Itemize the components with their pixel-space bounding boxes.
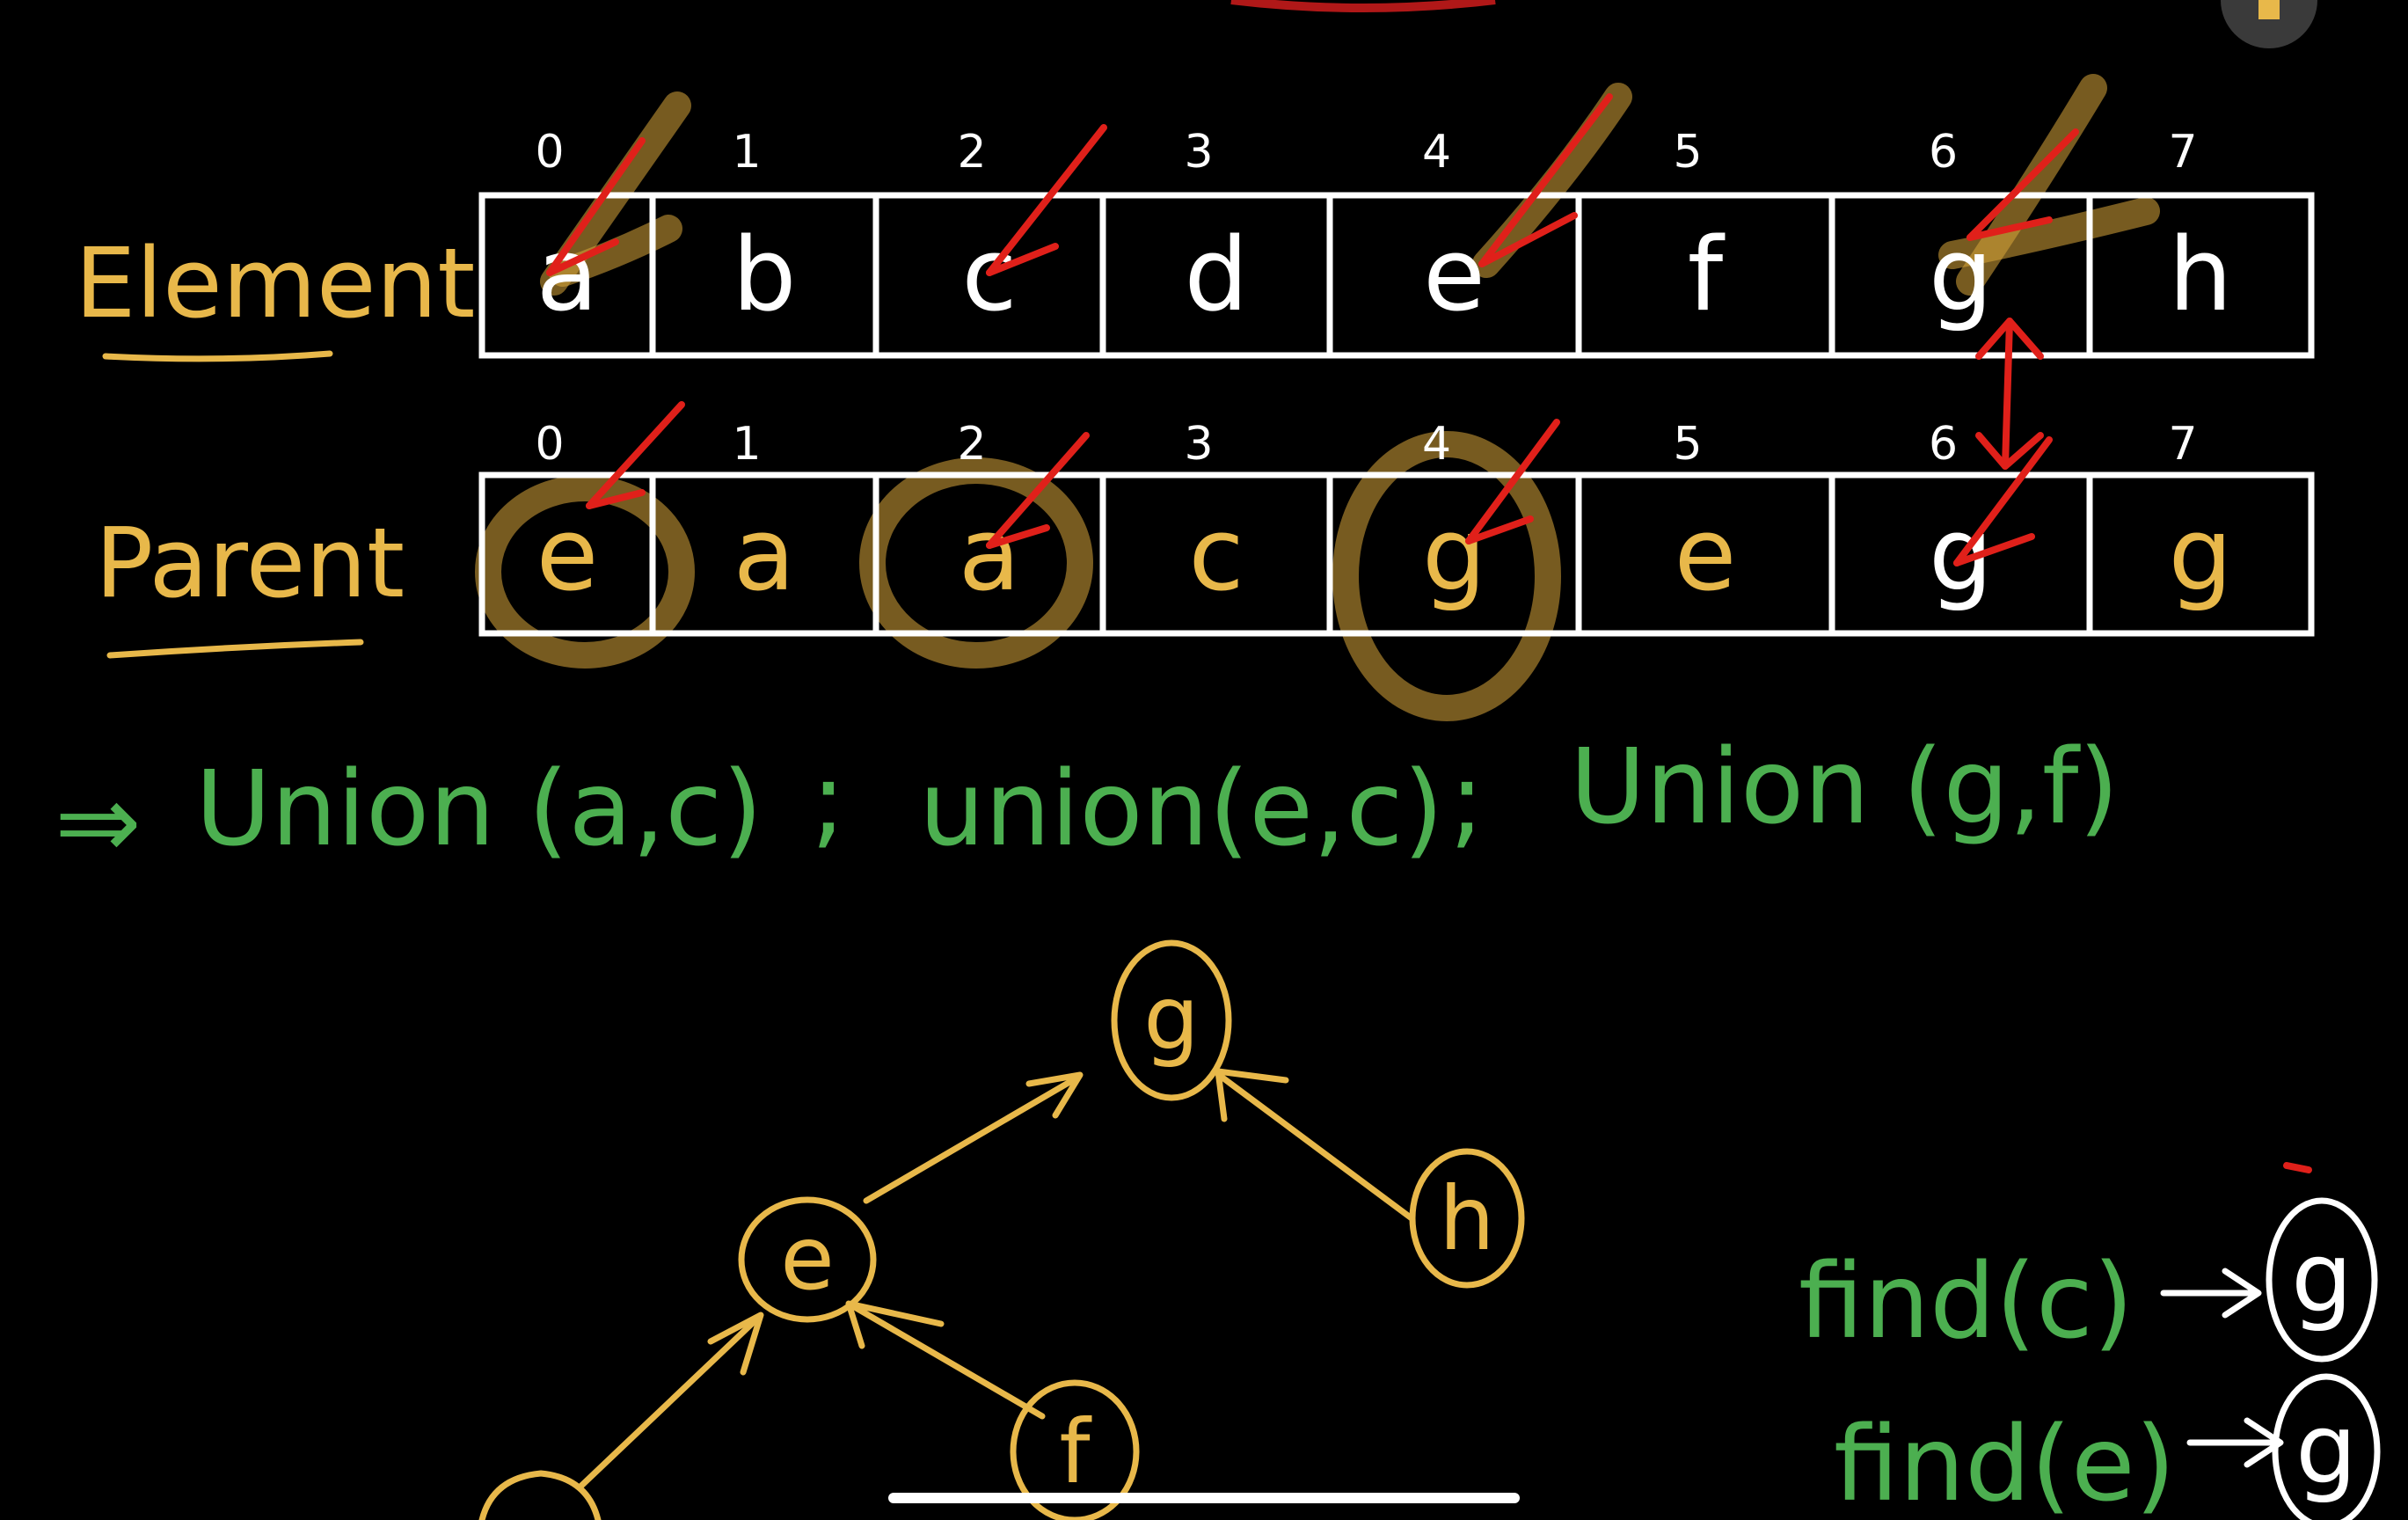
element-underline [102,350,333,362]
node-f: f [1059,1400,1092,1503]
element-cell-7: h [2169,216,2233,334]
node-g: g [1143,967,1199,1070]
element-index-row: 0 1 2 3 4 5 6 7 [535,126,2197,179]
element-index-6: 6 [1929,126,1958,179]
red-arrows [546,93,2079,566]
parent-index-6: 6 [1929,418,1958,471]
parent-index-3: 3 [1184,418,1213,471]
element-index-0: 0 [535,126,564,179]
find-e: find(e) [1834,1403,2176,1520]
parent-cell-2: a [959,496,1020,614]
element-cell-4: e [1423,216,1485,334]
separator-1: ; [811,739,846,860]
parent-index-4: 4 [1422,418,1451,471]
node-e-circle [738,1196,877,1323]
parent-cell-5: e [1675,496,1737,614]
parent-cell-4: g [1422,496,1486,614]
element-index-7: 7 [2168,126,2197,179]
edge-e-g [863,1074,1081,1204]
node-h: h [1439,1167,1494,1270]
find-c-result: g [2291,1221,2353,1334]
element-index-2: 2 [957,126,986,179]
corner-button [2221,0,2317,48]
element-index-1: 1 [732,126,761,179]
union-op-2: union(e,c) [919,748,1443,869]
parent-label: Parent [95,507,405,619]
parent-cell-3: c [1188,496,1244,614]
parent-index-7: 7 [2168,418,2197,471]
element-index-5: 5 [1673,126,1702,179]
find-c: find(c) [1799,1240,2134,1362]
edge-a-e [577,1316,760,1490]
top-red-arc [1230,0,1496,12]
element-label: Element [75,227,475,340]
home-indicator[interactable] [888,1493,1520,1503]
parent-cell-7: g [2169,496,2233,614]
edge-f-e [850,1303,1046,1420]
parent-underline [106,639,364,659]
element-cell-0: a [536,216,598,334]
element-index-3: 3 [1184,126,1213,179]
node-a-partial [478,1470,602,1520]
parent-index-1: 1 [732,418,761,471]
node-f-circle [1010,1379,1140,1520]
find-e-result: g [2295,1392,2357,1505]
node-e: e [780,1207,835,1310]
parent-index-2: 2 [957,418,986,471]
element-cell-5: f [1688,216,1726,334]
node-g-circle [1111,939,1232,1101]
element-index-4: 4 [1422,126,1451,179]
union-op-3: Union (g,f) [1570,726,2119,847]
union-tree: g e h f [478,939,1525,1520]
find-c-result-circle [2266,1197,2378,1363]
parent-index-row: 0 1 2 3 4 5 6 7 [535,418,2197,471]
parent-cell-0: e [536,496,599,614]
parent-cell-1: a [733,496,795,614]
find-e-result-circle [2272,1373,2381,1520]
separator-2: ; [1449,739,1485,860]
parent-index-0: 0 [535,418,564,471]
parent-index-5: 5 [1673,418,1702,471]
union-op-1: Union (a,c) [195,748,763,869]
implies-arrow: ⇒ [55,761,142,882]
element-cell-1: b [733,216,797,334]
edge-h-g [1219,1074,1415,1222]
union-operations: ⇒ Union (a,c) ; union(e,c) ; Union (g,f) [55,726,2119,882]
node-h-circle [1409,1148,1525,1289]
corner-button-icon [2258,0,2280,19]
find-calls: find(c) g find(e) g [1799,1162,2381,1520]
element-cell-3: d [1185,216,1249,334]
highlight-glows [475,74,2160,721]
red-tick [2283,1162,2312,1173]
